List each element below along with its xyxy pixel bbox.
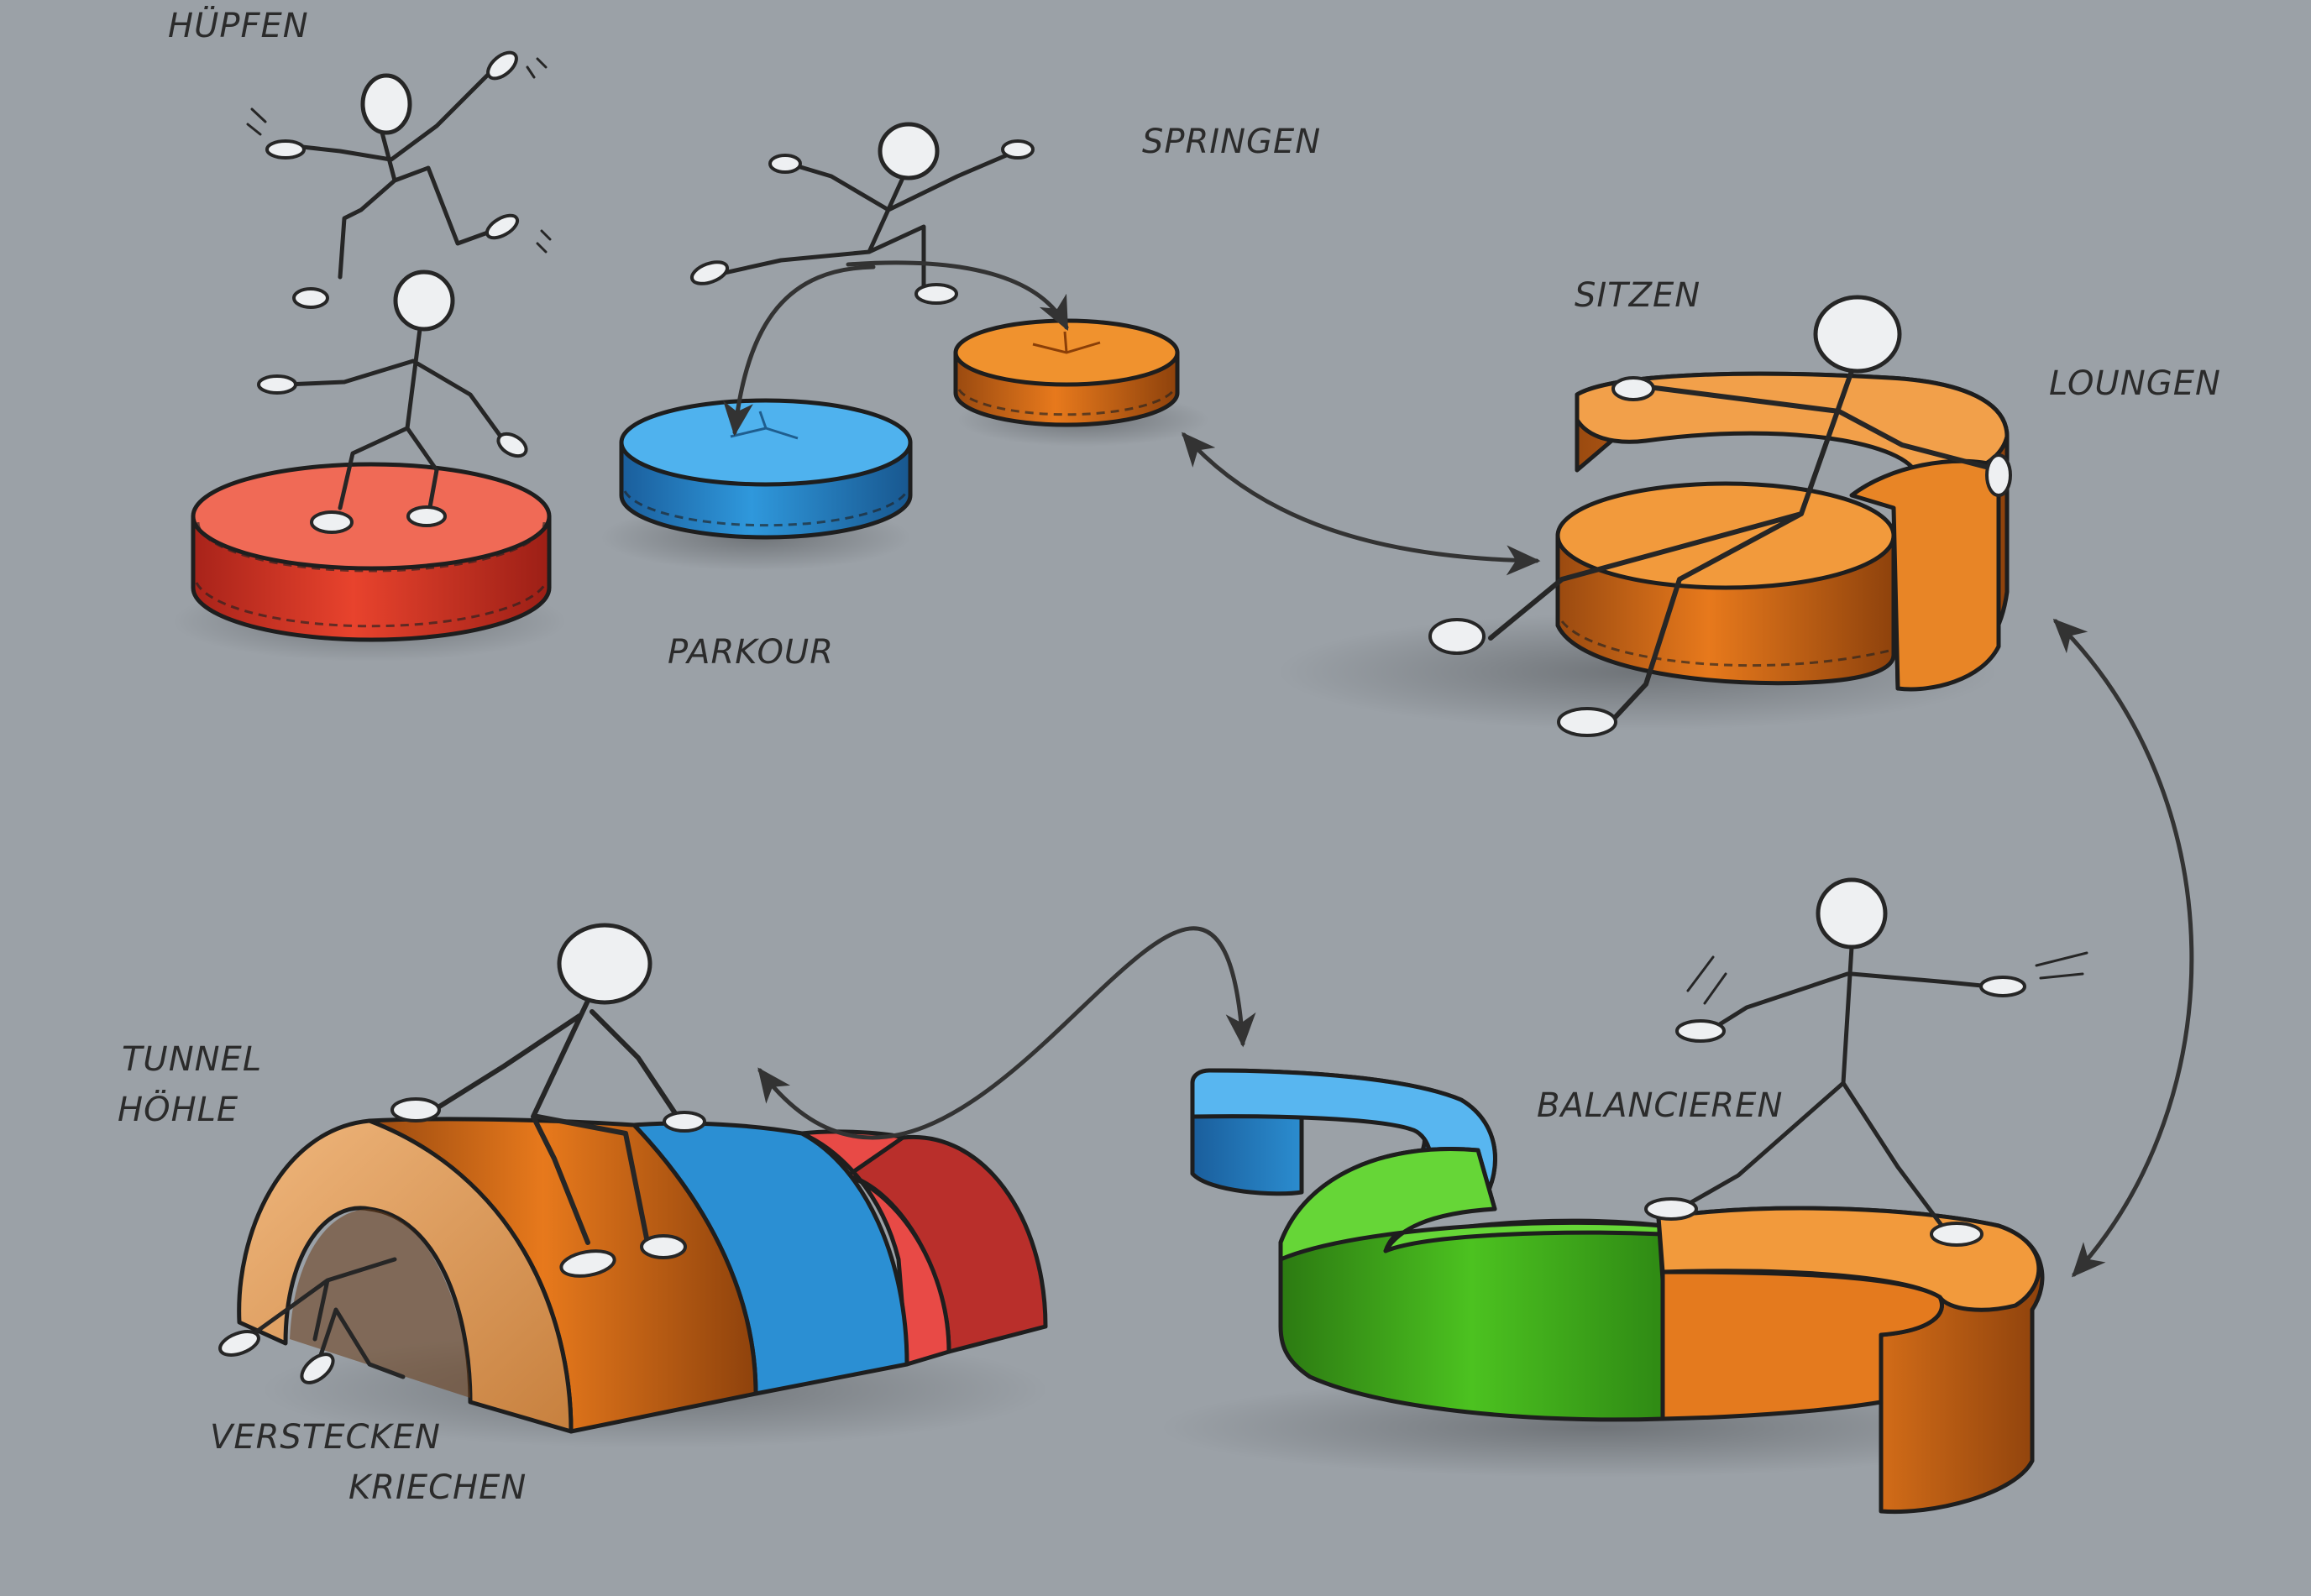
orange-lounge-chair <box>1276 371 2010 730</box>
label-kriechen: KRIECHEN <box>348 1468 527 1507</box>
stick-figure-balancing <box>1644 877 2088 1247</box>
label-balancieren: BALANCIEREN <box>1537 1086 1783 1125</box>
stick-figure-crouching <box>257 269 528 534</box>
parkour-to-lounge-arrow <box>1182 432 1541 576</box>
blue-round-cushion <box>600 398 913 571</box>
stick-figure-hopping-top <box>246 50 552 309</box>
stick-figure-jumping <box>689 122 1035 305</box>
label-springen: SPRINGEN <box>1142 123 1321 161</box>
balance-s-curve <box>1159 1068 2045 1515</box>
stick-figure-lounging <box>1428 295 2012 737</box>
jump-arrow-to-orange <box>846 260 1069 332</box>
jump-arrow-to-blue <box>723 264 876 437</box>
tunnel-arch <box>237 1117 1050 1448</box>
stick-figure-on-tunnel <box>390 923 706 1278</box>
orange-round-cushion <box>953 318 1209 447</box>
label-parkour: PARKOUR <box>668 633 834 672</box>
stick-figure-crawling <box>218 1257 406 1384</box>
tunnel-to-balance-arrow <box>757 926 1256 1140</box>
label-huepfen: HÜPFEN <box>168 5 309 45</box>
red-round-cushion <box>172 462 567 662</box>
lounge-to-balance-arrow <box>2052 618 2194 1278</box>
label-tunnel: TUNNEL <box>122 1040 262 1079</box>
label-sitzen: SITZEN <box>1575 276 1700 315</box>
label-hoehle: HÖHLE <box>118 1089 238 1129</box>
label-loungen: LOUNGEN <box>2049 364 2221 403</box>
